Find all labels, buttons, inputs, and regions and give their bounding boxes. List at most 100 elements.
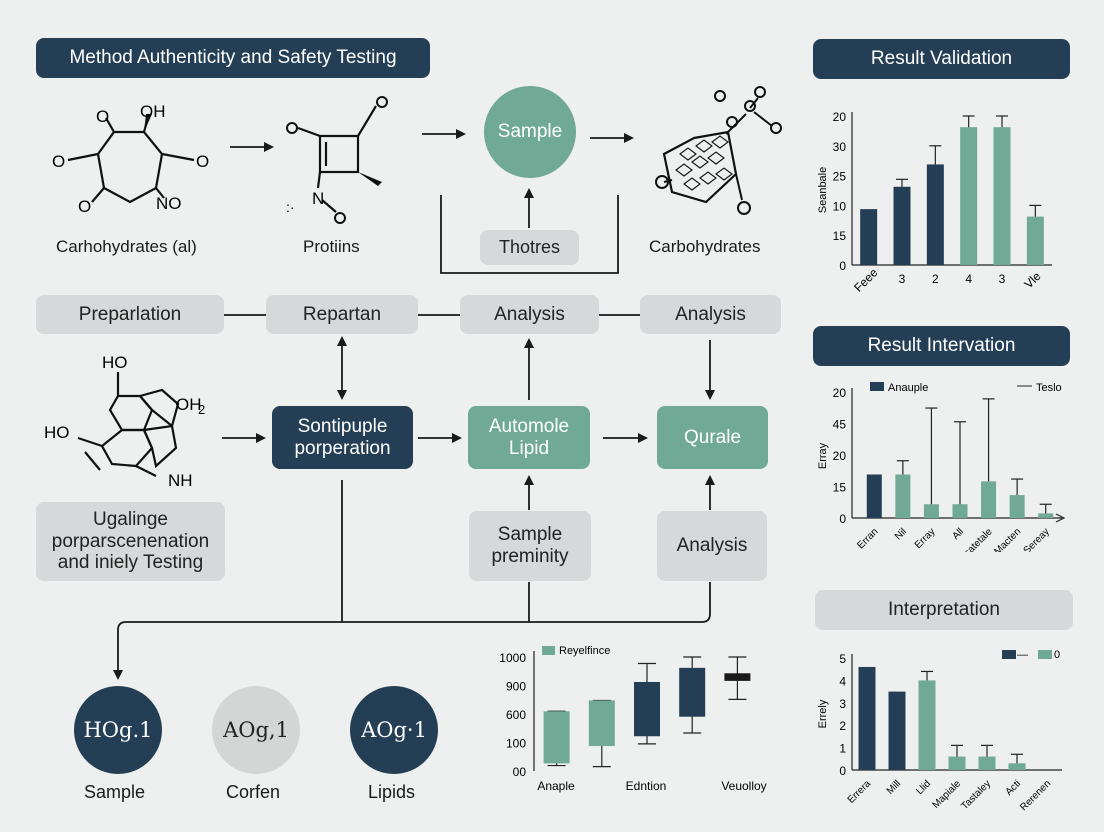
x-tick-label: Errera xyxy=(846,778,874,806)
analysis-node-1[interactable]: Analysis xyxy=(460,295,599,334)
bar xyxy=(858,666,876,770)
atom-label: O xyxy=(96,107,109,126)
thotres-node[interactable]: Thotres xyxy=(480,230,579,265)
y-tick-label: 5 xyxy=(839,652,846,666)
x-tick-label: Llid xyxy=(914,778,933,797)
qurale-node[interactable]: Qurale xyxy=(657,406,768,469)
y-tick-label: 2 xyxy=(839,719,846,733)
lipids-circle-label: Lipids xyxy=(368,782,416,802)
y-tick-label: 20 xyxy=(833,449,847,463)
bar xyxy=(895,474,911,518)
bar xyxy=(888,691,906,770)
carbohydrate-label: Carhohydrates (al) xyxy=(56,237,197,256)
x-tick-label: 2 xyxy=(932,272,939,286)
y-tick-label: 20 xyxy=(833,386,847,400)
y-tick-label: 0 xyxy=(839,764,846,778)
result-validation-header: Result Validation xyxy=(813,39,1070,79)
legend-swatch xyxy=(1002,650,1016,659)
y-tick-label: 10 xyxy=(833,199,847,213)
y-axis-label: Errely xyxy=(817,699,829,728)
x-tick-label: Edntion xyxy=(626,779,667,793)
y-tick-label: 1 xyxy=(839,742,846,756)
atom-label: O xyxy=(78,197,91,216)
box xyxy=(679,667,706,717)
legend-swatch xyxy=(542,646,555,655)
bar xyxy=(926,164,944,265)
x-tick-label: 3 xyxy=(999,272,1006,286)
y-tick-label: 00 xyxy=(513,765,527,779)
protein-label: Protiins xyxy=(303,237,360,256)
sample-circle-label: Sample xyxy=(84,782,146,802)
y-tick-label: 15 xyxy=(833,229,847,243)
preparation-node[interactable]: Preparlation xyxy=(36,295,224,334)
interpretation-header: Interpretation xyxy=(815,590,1073,630)
atom-label: HO xyxy=(102,353,128,372)
bar xyxy=(866,474,882,518)
corfen-circle[interactable]: AOg,1 xyxy=(212,686,300,774)
sontipuple-node[interactable]: Sontipuple porperation xyxy=(272,406,413,469)
analysis-node-2[interactable]: Analysis xyxy=(640,295,781,334)
atom-label: NH xyxy=(168,471,193,490)
atom-label: NO xyxy=(156,194,182,213)
atom-label: O xyxy=(52,152,65,171)
carbohydrates-label: Carbohydrates xyxy=(649,237,761,256)
bar xyxy=(1026,216,1044,265)
y-tick-label: 15 xyxy=(833,481,847,495)
x-tick-label: Macten xyxy=(992,526,1023,552)
carbohydrate-cluster-structure xyxy=(655,86,782,215)
legend-label: Anauple xyxy=(888,382,928,394)
dots: :· xyxy=(286,199,295,215)
sample-circle[interactable]: HOg.1 xyxy=(74,686,162,774)
box xyxy=(724,673,751,681)
bar xyxy=(952,504,968,518)
x-tick-label: Anaple xyxy=(537,779,575,793)
result-intervation-header: Result Intervation xyxy=(813,326,1070,366)
bar xyxy=(1038,513,1054,518)
bar xyxy=(981,481,997,518)
analysis-node-3[interactable]: Analysis xyxy=(657,511,767,581)
x-tick-label: 4 xyxy=(965,272,972,286)
y-tick-label: 3 xyxy=(839,697,846,711)
repartan-node[interactable]: Repartan xyxy=(266,295,418,334)
y-tick-label: 20 xyxy=(833,110,847,124)
legend-label: Reyelfince xyxy=(559,645,610,657)
bar xyxy=(948,756,966,770)
atom-label: 2 xyxy=(198,402,205,417)
x-tick-label: Erray xyxy=(913,526,938,551)
bar xyxy=(860,209,878,265)
y-tick-label: 25 xyxy=(833,170,847,184)
ugalinge-node[interactable]: Ugalinge porparscenenation and iniely Te… xyxy=(36,502,225,581)
x-tick-label: Sereay xyxy=(1022,526,1052,552)
y-tick-label: 45 xyxy=(833,418,847,432)
atom-label: HO xyxy=(44,423,70,442)
x-tick-label: Tastaley xyxy=(959,778,993,812)
box xyxy=(543,711,570,764)
y-axis-label: Seanbale xyxy=(817,167,829,214)
bar xyxy=(1009,495,1025,518)
carbohydrate-molecule-structure: OH O O O O NO xyxy=(52,102,209,216)
bar xyxy=(923,504,939,518)
atom-label: OH xyxy=(140,102,166,121)
y-tick-label: 4 xyxy=(839,674,846,688)
lipids-circle[interactable]: AOg·1 xyxy=(350,686,438,774)
atom-label: O xyxy=(196,152,209,171)
atom-label: OH xyxy=(176,395,202,414)
y-axis-label: Erray xyxy=(817,442,829,469)
legend-label: Teslo xyxy=(1036,382,1062,394)
sample-preminity-node[interactable]: Sample preminity xyxy=(469,511,591,581)
atom-label: N xyxy=(312,189,324,208)
automole-lipid-node[interactable]: Automole Lipid xyxy=(468,406,590,469)
y-tick-label: 600 xyxy=(506,708,526,722)
box xyxy=(634,681,660,737)
legend-swatch xyxy=(870,382,884,391)
x-tick-label: Mapiale xyxy=(931,778,964,811)
x-axis-arrow xyxy=(1055,513,1066,523)
y-tick-label: 900 xyxy=(506,680,526,694)
y-tick-label: 0 xyxy=(839,512,846,526)
sample-node[interactable]: Sample xyxy=(484,86,576,178)
x-tick-label: Acti xyxy=(1004,778,1024,798)
page-title: Method Authenticity and Safety Testing xyxy=(36,38,430,78)
